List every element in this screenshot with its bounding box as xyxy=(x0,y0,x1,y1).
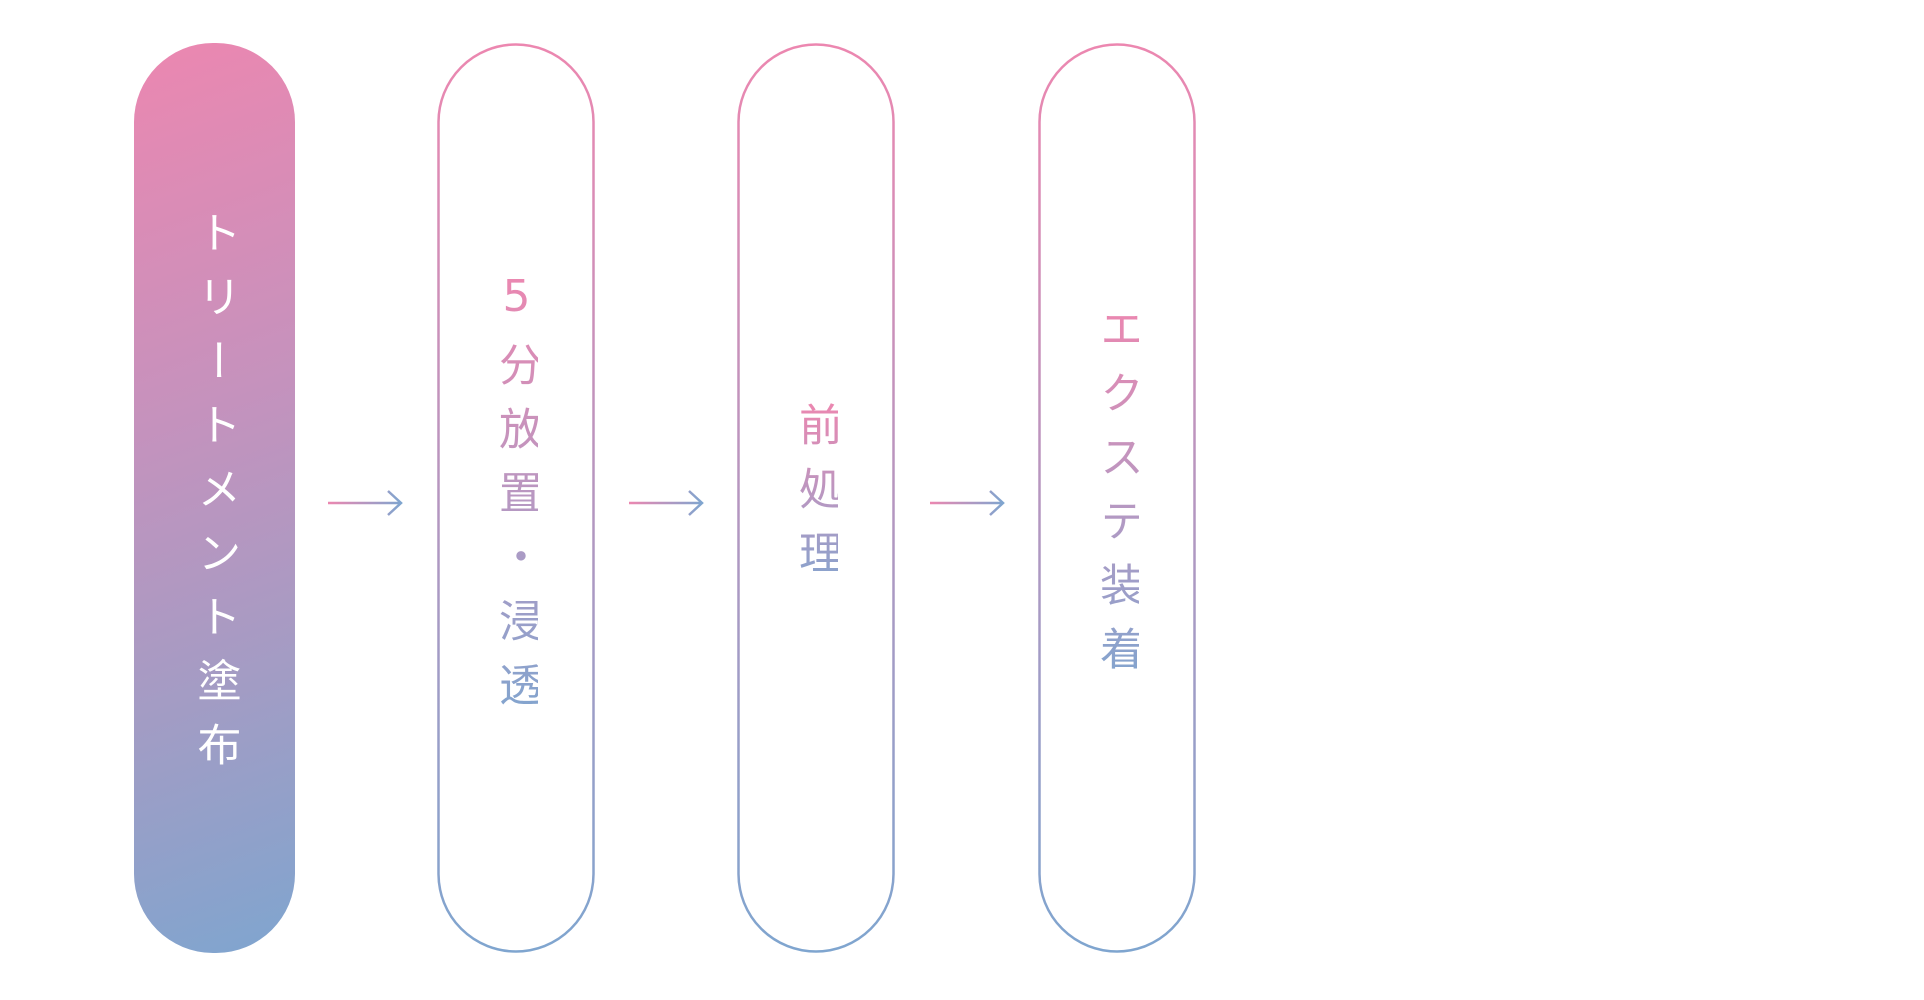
step-4-extension: エクステ装着 xyxy=(1038,43,1196,953)
step-3-label: 前処理 xyxy=(791,402,842,594)
step-1-treatment: トリートメント塗布 xyxy=(134,43,295,953)
step-2-wait: 5分放置・浸透 xyxy=(437,43,595,953)
step-1-label: トリートメント塗布 xyxy=(189,210,241,786)
step-3-pretreatment: 前処理 xyxy=(737,43,895,953)
step-4-label: エクステ装着 xyxy=(1092,306,1143,690)
arrow-right-icon xyxy=(328,490,403,516)
arrow-right-icon xyxy=(629,490,704,516)
arrow-right-icon xyxy=(930,490,1005,516)
step-2-label: 5分放置・浸透 xyxy=(491,270,542,726)
